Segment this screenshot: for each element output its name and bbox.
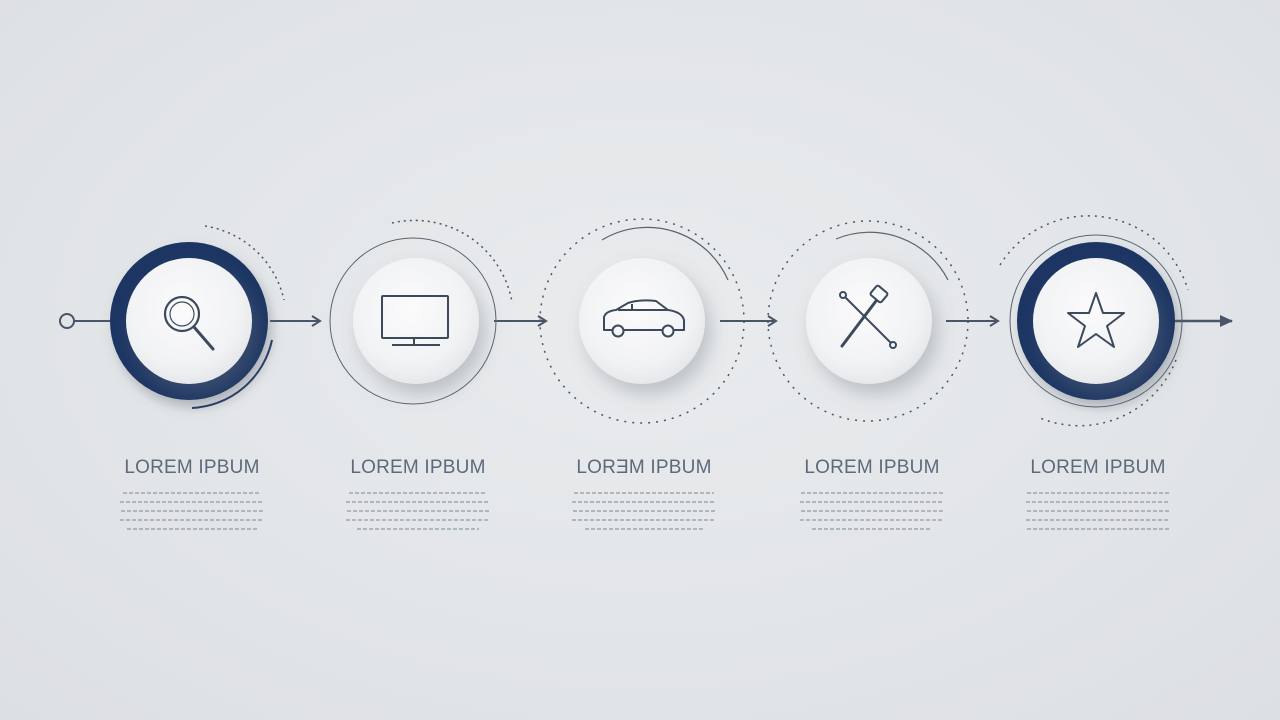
placeholder-text-line [349,492,487,494]
step-title: LORƎM IPBUM [576,457,712,478]
placeholder-text-line [120,519,264,521]
step-title: LOREM IPBUM [1030,457,1166,478]
placeholder-text-line [346,501,490,503]
decor-thin-ring [1009,234,1183,408]
placeholder-text-line [574,492,714,494]
step-title: LOREM IPBUM [804,457,940,478]
search-icon [163,295,215,351]
monitor-icon [381,295,449,346]
tools-icon [839,284,897,349]
step-4-caption: LOREM IPBUM [782,456,962,537]
placeholder-text-line [120,501,264,503]
step-2-caption: LOREM IPBUM [328,456,508,537]
placeholder-text-line [800,501,944,503]
placeholder-text-line [357,528,479,530]
step-disc [126,258,252,384]
decor-dotted-arc [391,219,513,303]
placeholder-text-line [1026,501,1170,503]
placeholder-text-line [121,510,263,512]
decor-dotted-ring [539,218,745,424]
placeholder-text-line [346,519,490,521]
placeholder-text-line [1027,492,1169,494]
placeholder-text-line [572,519,716,521]
timeline-start-node [59,313,75,329]
decor-dotted-ring [767,220,969,422]
decor-dotted-arc [1039,359,1177,427]
step-5-caption: LOREM IPBUM [1008,456,1188,537]
placeholder-text-line [801,492,943,494]
step-1-caption: LOREM IPBUM [102,456,282,537]
step-disc [579,258,705,384]
step-1 [110,225,285,409]
decor-arc [601,226,729,281]
step-disc [353,258,479,384]
car-icon [603,299,685,338]
step-2 [329,219,513,405]
placeholder-text-line [123,492,261,494]
placeholder-text-line [800,519,944,521]
decor-arc [835,231,949,281]
placeholder-text-line [1026,519,1170,521]
placeholder-text-line [127,528,257,530]
step-title: LOREM IPBUM [350,457,486,478]
placeholder-text-line [1027,528,1169,530]
step-4 [767,220,969,422]
placeholder-text-line [812,528,932,530]
placeholder-text-line [801,510,943,512]
step-disc [1033,258,1159,384]
placeholder-text-line [585,528,703,530]
step-5 [999,215,1189,427]
placeholder-text-line [572,501,716,503]
step-3-caption: LORƎM IPBUM [554,456,734,537]
decor-arc [191,339,273,409]
placeholder-text-line [1027,510,1169,512]
placeholder-text-line [573,510,715,512]
star-icon [1067,292,1125,348]
step-3 [539,218,745,424]
decor-thin-ring [329,237,497,405]
decor-dotted-arc [999,215,1189,291]
placeholder-text-line [347,510,489,512]
step-title: LOREM IPBUM [124,457,260,478]
